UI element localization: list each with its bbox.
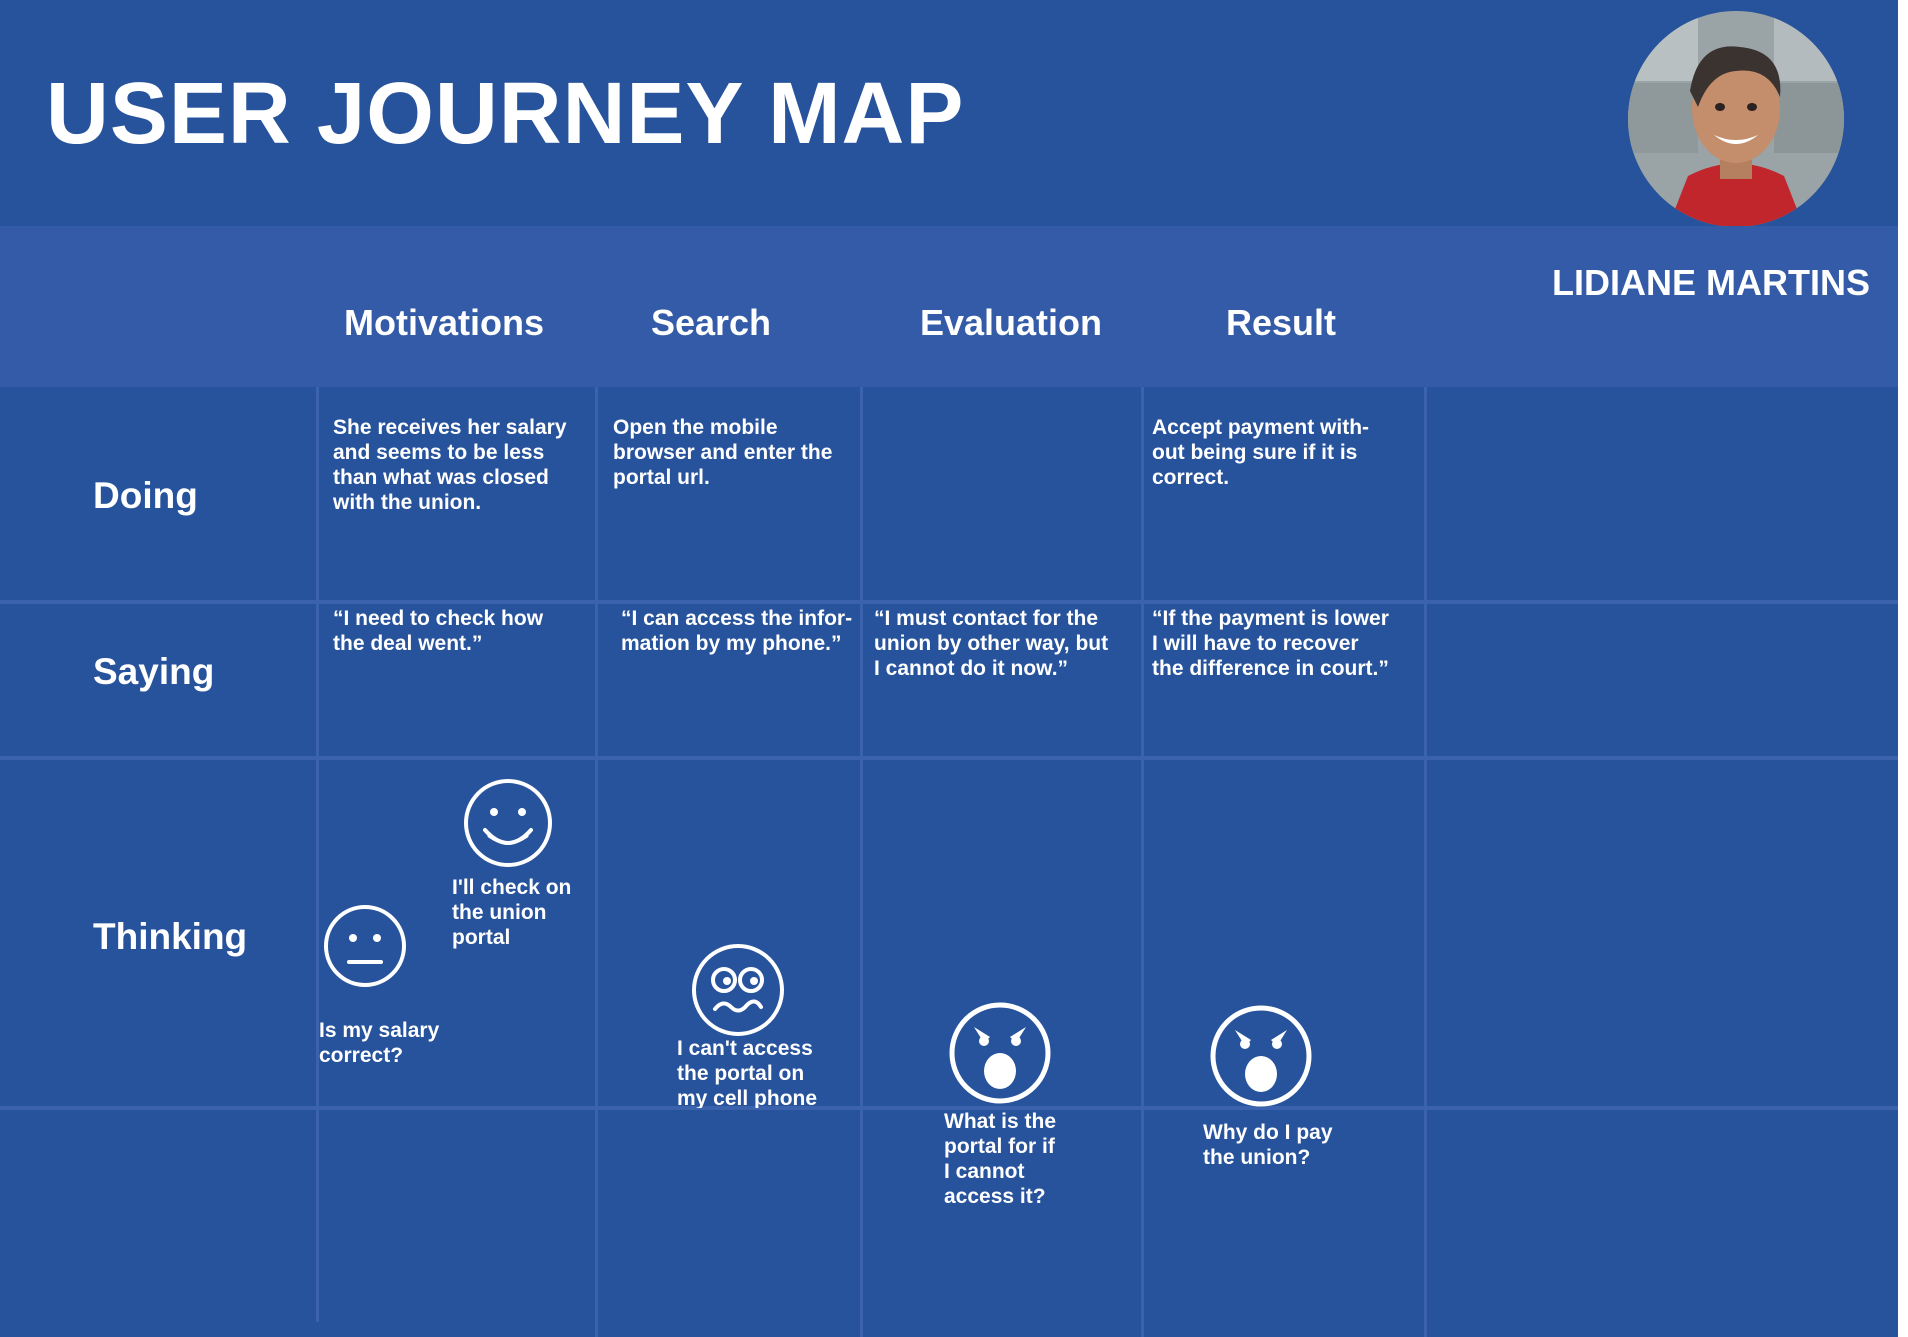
stage-evaluation: Evaluation xyxy=(919,302,1103,343)
smiling-face-icon xyxy=(463,778,553,868)
grid-divider xyxy=(860,387,863,1337)
grid-divider xyxy=(0,1106,1898,1110)
angry-face-icon xyxy=(948,1001,1052,1105)
grid-divider xyxy=(0,756,1898,760)
thought-motivations-1: Is my salary correct? xyxy=(319,1019,440,1067)
doing-cell-motivations: She receives her salary and seems to be … xyxy=(333,416,567,514)
persona-name: LIDIANE MARTINS xyxy=(1552,262,1870,303)
thought-result: Why do I pay the union? xyxy=(1203,1121,1333,1169)
saying-cell-result: “If the payment is lower I will have to … xyxy=(1152,607,1389,680)
doing-cell-search: Open the mobile browser and enter the po… xyxy=(613,416,833,489)
row-label-saying: Saying xyxy=(93,651,215,692)
grid-divider xyxy=(1141,387,1144,1337)
stage-motivations: Motivations xyxy=(343,302,545,343)
stage-header-band xyxy=(0,226,1898,387)
doing-cell-result: Accept payment with- out being sure if i… xyxy=(1152,416,1370,489)
saying-cell-evaluation: “I must contact for the union by other w… xyxy=(874,607,1109,680)
grid-divider xyxy=(316,387,319,1322)
thought-motivations-2: I'll check on the union portal xyxy=(452,876,572,949)
stage-result: Result xyxy=(1225,302,1337,343)
saying-cell-search: “I can access the infor- mation by my ph… xyxy=(621,607,853,655)
neutral-face-icon xyxy=(323,904,407,988)
confused-face-icon xyxy=(691,943,785,1037)
page-title: USER JOURNEY MAP xyxy=(46,65,965,162)
stage-search: Search xyxy=(650,302,772,343)
thought-evaluation: What is the portal for if I cannot acces… xyxy=(944,1110,1057,1208)
grid-divider xyxy=(595,387,598,1337)
thought-search: I can't access the portal on my cell pho… xyxy=(677,1037,818,1108)
row-label-doing: Doing xyxy=(93,475,198,516)
persona-avatar xyxy=(1628,11,1844,227)
grid-divider xyxy=(1424,387,1427,1337)
grid-divider xyxy=(0,600,1898,604)
angry-face-icon xyxy=(1209,1004,1313,1108)
saying-cell-motivations: “I need to check how the deal went.” xyxy=(333,607,544,655)
row-label-thinking: Thinking xyxy=(93,916,248,957)
